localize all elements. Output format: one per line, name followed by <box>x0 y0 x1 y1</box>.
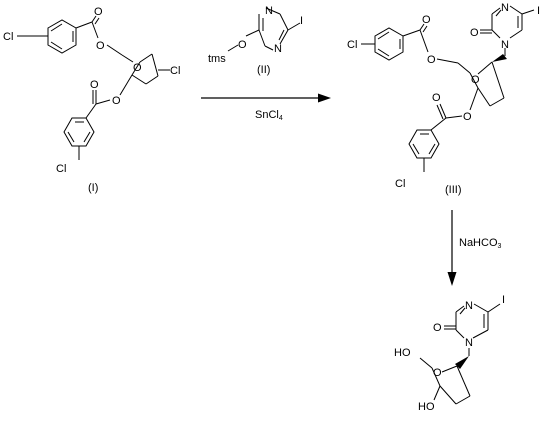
compound-i-o-ester-1: O <box>96 40 105 52</box>
compound-i: Cl O O O Cl O O <box>3 6 180 194</box>
compound-i-o-ring: O <box>133 62 142 74</box>
compound-ii-pyrimidine-ring <box>258 7 289 51</box>
compound-iii-bottom-benzene-ring <box>408 129 440 159</box>
product-ho-bottom: HO <box>418 401 435 413</box>
compound-ii-n1: N <box>265 5 273 17</box>
compound-i-o-carbonyl-2: O <box>90 79 99 91</box>
compound-i-o-carbonyl-1: O <box>94 6 103 18</box>
compound-iii-o-ester-1: O <box>427 54 436 66</box>
reaction-arrow-2 <box>447 210 457 286</box>
compound-iii-o-carbonyl-2: O <box>432 92 441 104</box>
compound-ii-iodine: I <box>300 15 303 27</box>
compound-ii: N N I O tms (II) <box>208 5 303 76</box>
catalyst-label: SnCl4 <box>255 109 283 122</box>
compound-iii-o-ring: O <box>471 74 480 86</box>
compound-i-furanose-ring <box>121 53 159 85</box>
compound-ii-label: (II) <box>257 64 270 76</box>
product-n3: N <box>465 300 473 312</box>
compound-i-label: (I) <box>88 182 98 194</box>
compound-i-cl-top: Cl <box>3 31 13 43</box>
product-o-ring: O <box>433 367 442 379</box>
compound-i-cl-ring: Cl <box>170 65 180 77</box>
compound-iii-cl-bottom: Cl <box>395 178 405 190</box>
compound-iii-iodine: I <box>537 5 540 17</box>
compound-iii-label: (III) <box>445 184 462 196</box>
product-o-oxo: O <box>433 322 442 334</box>
product-uracil-ring <box>455 303 489 339</box>
product-ho-top: HO <box>394 347 411 359</box>
product-wedge-bond <box>455 356 469 369</box>
reaction-arrow-1 <box>201 93 331 103</box>
compound-iii-o-carbonyl-1: O <box>422 14 431 26</box>
product-furanose-ring <box>431 365 471 405</box>
product-iodine: I <box>502 294 505 306</box>
compound-i-top-benzene-ring <box>47 19 77 54</box>
base-label: NaHCO3 <box>459 237 502 250</box>
product-n1: N <box>465 337 473 349</box>
compound-iii: Cl O O O N N <box>347 2 540 196</box>
compound-iii-o-ester-2: O <box>463 111 472 123</box>
compound-i-o-ester-2: O <box>112 95 121 107</box>
compound-iii-wedge-bond <box>492 54 507 62</box>
compound-iii-o-oxo: O <box>470 27 479 39</box>
compound-i-bottom-benzene-ring <box>63 117 95 147</box>
compound-i-cl-bottom: Cl <box>56 163 66 175</box>
compound-iii-uracil-ring <box>491 5 523 39</box>
compound-iii-n3: N <box>501 2 509 14</box>
compound-iii-furanose-ring <box>457 61 505 107</box>
compound-iii-n1: N <box>501 39 509 51</box>
compound-iii-left-benzene-ring <box>374 27 404 61</box>
product: N N O I O HO HO <box>394 294 505 413</box>
compound-ii-o: O <box>238 39 247 51</box>
compound-ii-tms: tms <box>208 53 226 65</box>
compound-ii-n2: N <box>274 43 282 55</box>
compound-iii-cl-left: Cl <box>347 39 357 51</box>
